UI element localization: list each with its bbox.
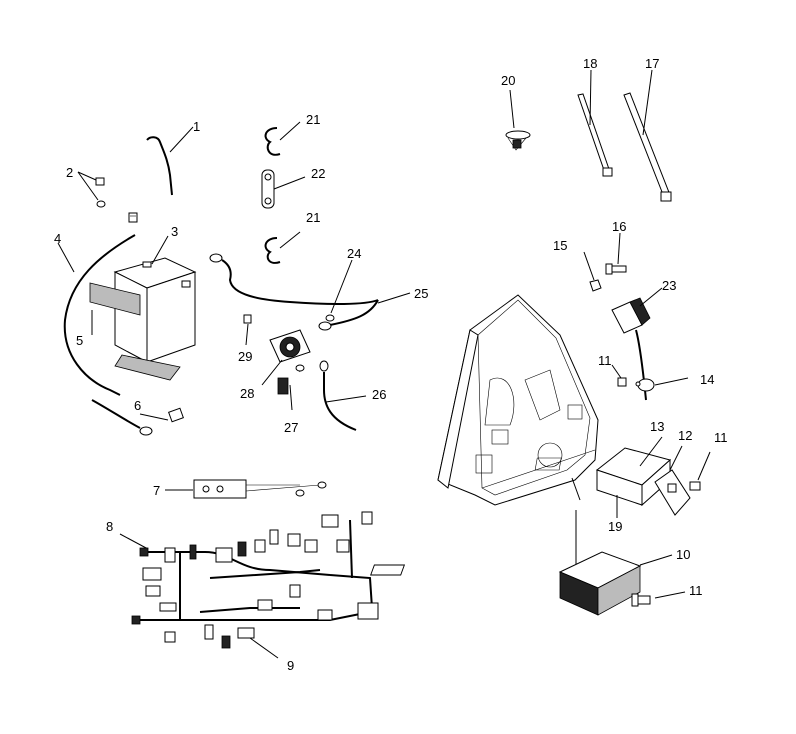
callout-11-mid: 11 xyxy=(598,353,612,368)
part-27-connector xyxy=(277,364,305,411)
part-24-nut xyxy=(325,259,353,322)
callout-7: 7 xyxy=(153,483,160,498)
part-14-clamp xyxy=(635,377,689,392)
part-29-bolt xyxy=(243,314,252,346)
callout-1: 1 xyxy=(193,119,200,134)
part-16-bolt xyxy=(605,232,627,275)
part-8-main-harness xyxy=(119,511,379,659)
callout-4: 4 xyxy=(54,231,61,246)
callout-18: 18 xyxy=(583,56,597,71)
callout-11-top-right: 11 xyxy=(714,430,728,445)
part-7-harness xyxy=(165,479,327,499)
callout-12: 12 xyxy=(678,428,692,443)
part-11-bolt-right xyxy=(689,451,711,491)
callout-26: 26 xyxy=(372,387,386,402)
part-6-cable xyxy=(91,399,184,436)
terminal-bolt xyxy=(128,212,138,223)
callout-9: 9 xyxy=(287,658,294,673)
callout-24: 24 xyxy=(347,246,361,261)
part-4-wire xyxy=(57,234,136,396)
callout-5: 5 xyxy=(76,333,83,348)
callout-27: 27 xyxy=(284,420,298,435)
callout-13: 13 xyxy=(650,419,664,434)
part-26-cable xyxy=(319,360,367,431)
part-21-clip-bottom xyxy=(264,231,301,264)
part-17-tie xyxy=(623,69,672,202)
callout-23: 23 xyxy=(662,278,676,293)
callout-21-top: 21 xyxy=(306,112,320,127)
callout-29: 29 xyxy=(238,349,252,364)
callout-19: 19 xyxy=(608,519,622,534)
callout-17: 17 xyxy=(645,56,659,71)
part-28-solenoid xyxy=(261,329,311,386)
callout-21-bottom: 21 xyxy=(306,210,320,225)
part-2-screw-nut xyxy=(77,171,106,208)
part-10-ecu xyxy=(370,551,673,616)
callout-16: 16 xyxy=(612,219,626,234)
callout-20: 20 xyxy=(501,73,515,88)
part-23-relay xyxy=(611,287,663,401)
part-20-clip xyxy=(505,89,531,151)
part-11-screw-mid xyxy=(611,364,627,387)
part-12-bracket xyxy=(654,445,691,516)
part-18-tie xyxy=(577,69,613,177)
part-25-cable xyxy=(209,253,411,331)
callout-28: 28 xyxy=(240,386,254,401)
callout-11-bottom: 11 xyxy=(689,583,703,598)
callout-2: 2 xyxy=(66,165,73,180)
part-21-clip-top xyxy=(264,121,301,156)
part-15-nut xyxy=(583,251,602,292)
callout-6: 6 xyxy=(134,398,141,413)
callout-3: 3 xyxy=(171,224,178,239)
callout-labels: 1 2 3 4 5 6 7 8 9 10 11 11 11 12 13 14 1… xyxy=(54,56,728,673)
callout-14: 14 xyxy=(700,372,714,387)
part-22-bracket xyxy=(261,169,306,209)
callout-22: 22 xyxy=(311,166,325,181)
electrical-panel xyxy=(437,294,599,565)
part-11-bolt-bottom xyxy=(631,591,686,607)
callout-15: 15 xyxy=(553,238,567,253)
callout-10: 10 xyxy=(676,547,690,562)
part-5-pad xyxy=(89,282,181,381)
callout-8: 8 xyxy=(106,519,113,534)
part-1-cable xyxy=(146,126,194,196)
callout-25: 25 xyxy=(414,286,428,301)
